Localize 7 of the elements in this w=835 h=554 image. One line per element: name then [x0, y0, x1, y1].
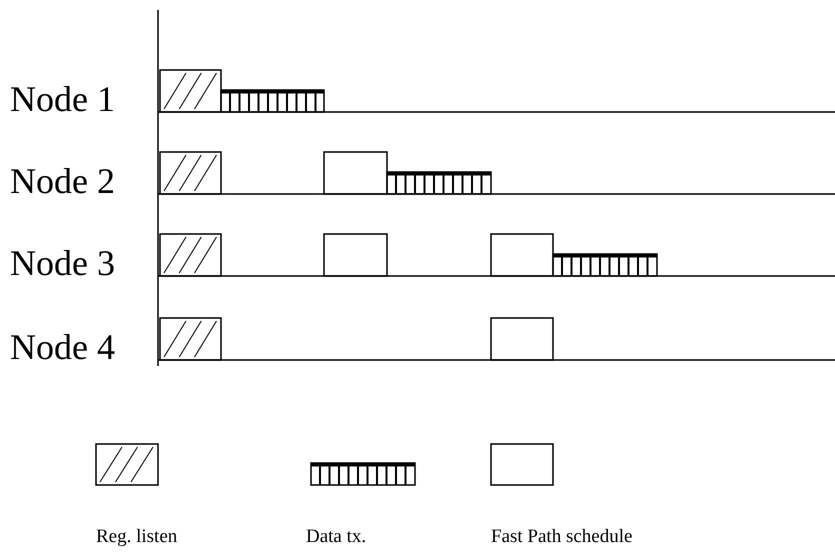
node-label: Node 2	[10, 161, 115, 201]
legend-label: Reg. listen	[96, 526, 178, 548]
legend-label: Data tx.	[306, 526, 366, 548]
legend-label: Fast Path schedule	[491, 526, 632, 548]
node-label: Node 1	[10, 79, 115, 119]
node-label: Node 3	[10, 243, 115, 283]
node-label: Node 4	[10, 327, 115, 367]
